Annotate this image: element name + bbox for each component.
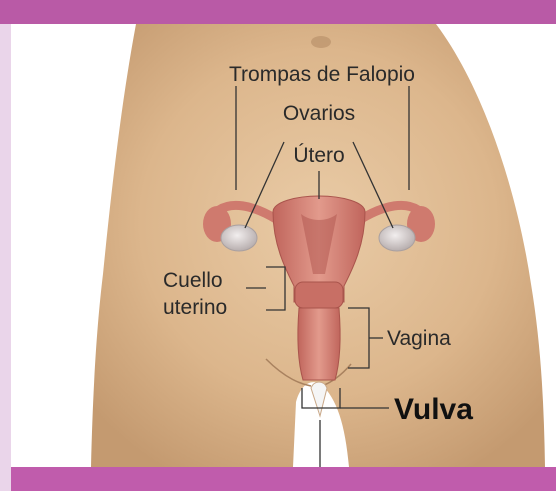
label-fallopian-tubes: Trompas de Falopio: [229, 63, 415, 86]
label-vulva: Vulva: [394, 393, 473, 426]
frame-side-strip: [0, 0, 11, 491]
label-ovaries: Ovarios: [283, 102, 355, 125]
label-cervix-line2: uterino: [163, 296, 227, 319]
navel: [311, 36, 331, 48]
label-uterus: Útero: [293, 144, 344, 167]
ovary-right: [379, 225, 415, 251]
vagina: [298, 308, 340, 380]
ovary-left: [221, 225, 257, 251]
label-cervix-line1: Cuello: [163, 269, 223, 292]
cervix: [295, 282, 343, 308]
frame-bottom-band: [11, 467, 556, 491]
reproductive-anatomy-diagram: Trompas de Falopio Ovarios Útero Cuello …: [11, 24, 556, 467]
frame-top-band: [0, 0, 556, 24]
label-vagina: Vagina: [387, 327, 451, 350]
